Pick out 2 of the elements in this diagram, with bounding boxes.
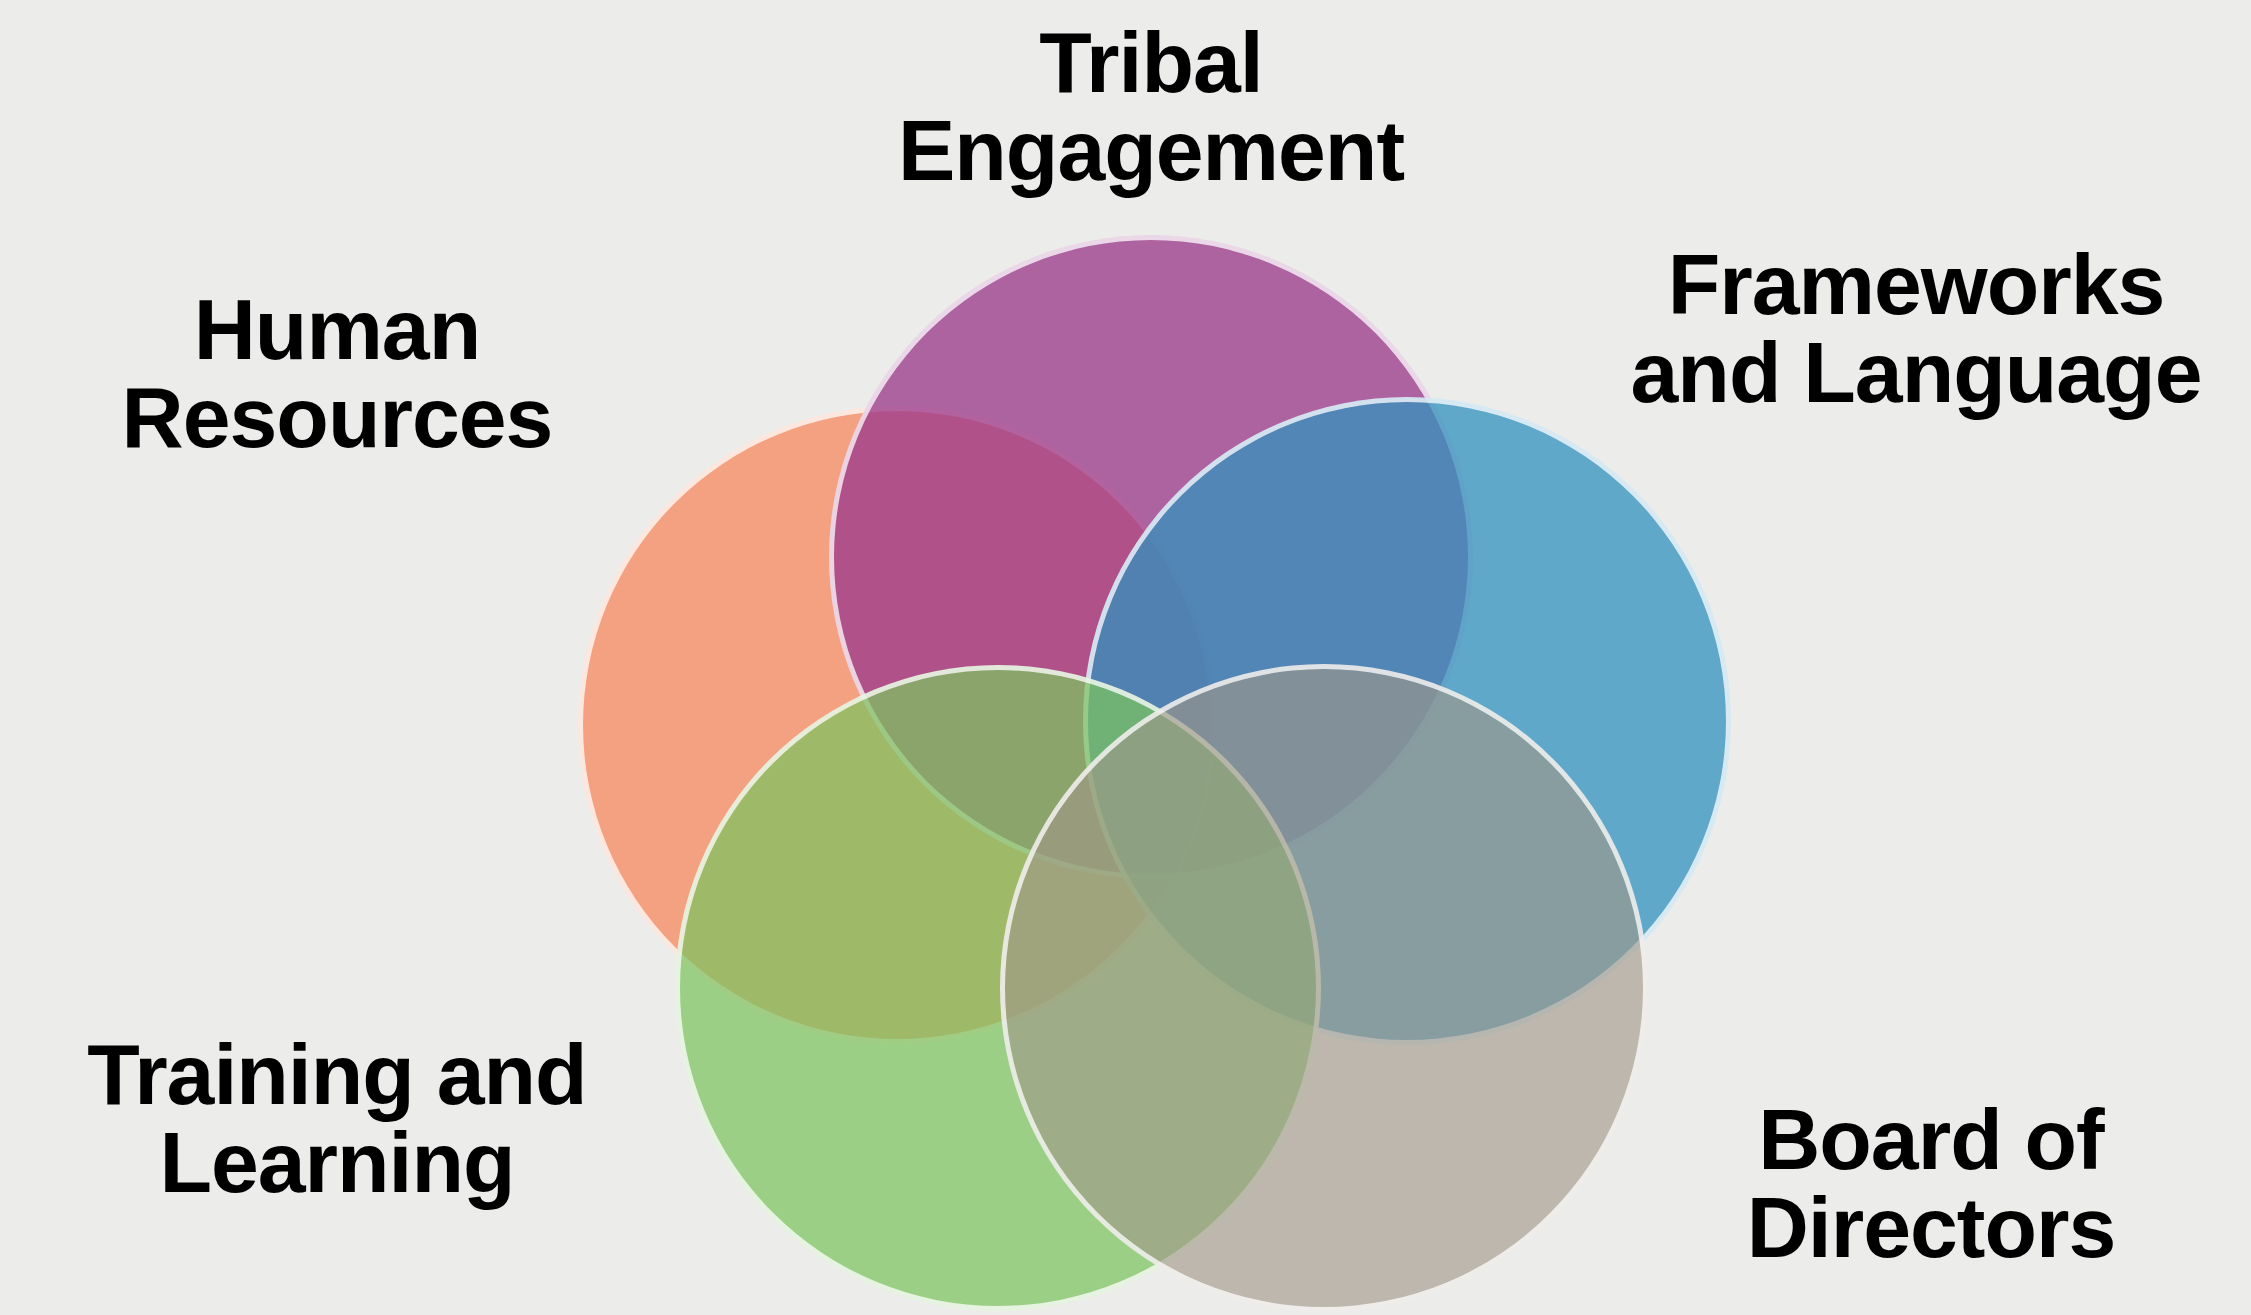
circle-label: Human Resources: [120, 285, 554, 461]
circle-label: Board of Directors: [1745, 1095, 2117, 1271]
